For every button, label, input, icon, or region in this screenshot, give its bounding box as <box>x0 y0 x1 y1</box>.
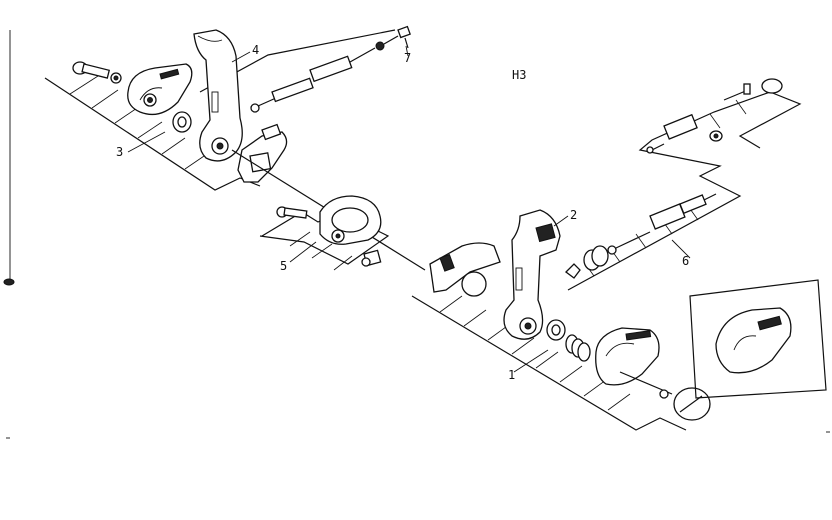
upper-assembly <box>44 25 411 191</box>
pushrod-upper <box>250 35 399 113</box>
shift-lever-part-4 <box>193 29 243 162</box>
leader-7 <box>405 45 409 57</box>
callout-5: 5 <box>280 259 287 273</box>
clamp-body-upper <box>237 123 288 183</box>
leader-5 <box>289 241 317 263</box>
bolt-part <box>72 61 122 84</box>
spring-lower <box>565 334 591 362</box>
middle-clamp-assembly <box>259 195 390 271</box>
margin-dot <box>3 278 15 286</box>
pushrod-lower-part-6 <box>565 193 717 279</box>
bolt-and-cap-lower <box>619 371 711 421</box>
callout-3: 3 <box>116 145 123 159</box>
leader-2 <box>553 215 569 227</box>
hatch-baseline-lower <box>411 295 687 431</box>
leader-1 <box>513 349 549 373</box>
shift-lever-part-2 <box>503 209 561 340</box>
leader-4 <box>231 51 251 63</box>
index-cam <box>429 242 501 297</box>
indicator-plate-part-1 <box>595 327 660 386</box>
callout-2: 2 <box>570 208 577 222</box>
callout-4: 4 <box>252 43 259 57</box>
callout-1: 1 <box>508 368 515 382</box>
callout-6: 6 <box>682 254 689 268</box>
figure-code-label: H3 <box>512 68 526 82</box>
washer-upper <box>172 111 192 133</box>
washer-lower <box>546 319 566 341</box>
leader-3 <box>127 131 166 153</box>
lower-assembly <box>411 78 802 431</box>
upper-right-fittings <box>646 78 783 154</box>
callout-7: 7 <box>404 51 411 65</box>
detail-inset <box>689 279 827 399</box>
hatch-baseline-rod-lower <box>567 91 802 291</box>
leader-6 <box>671 239 691 259</box>
screw-part-7 <box>397 25 411 49</box>
indicator-plate-part-3 <box>127 63 193 116</box>
